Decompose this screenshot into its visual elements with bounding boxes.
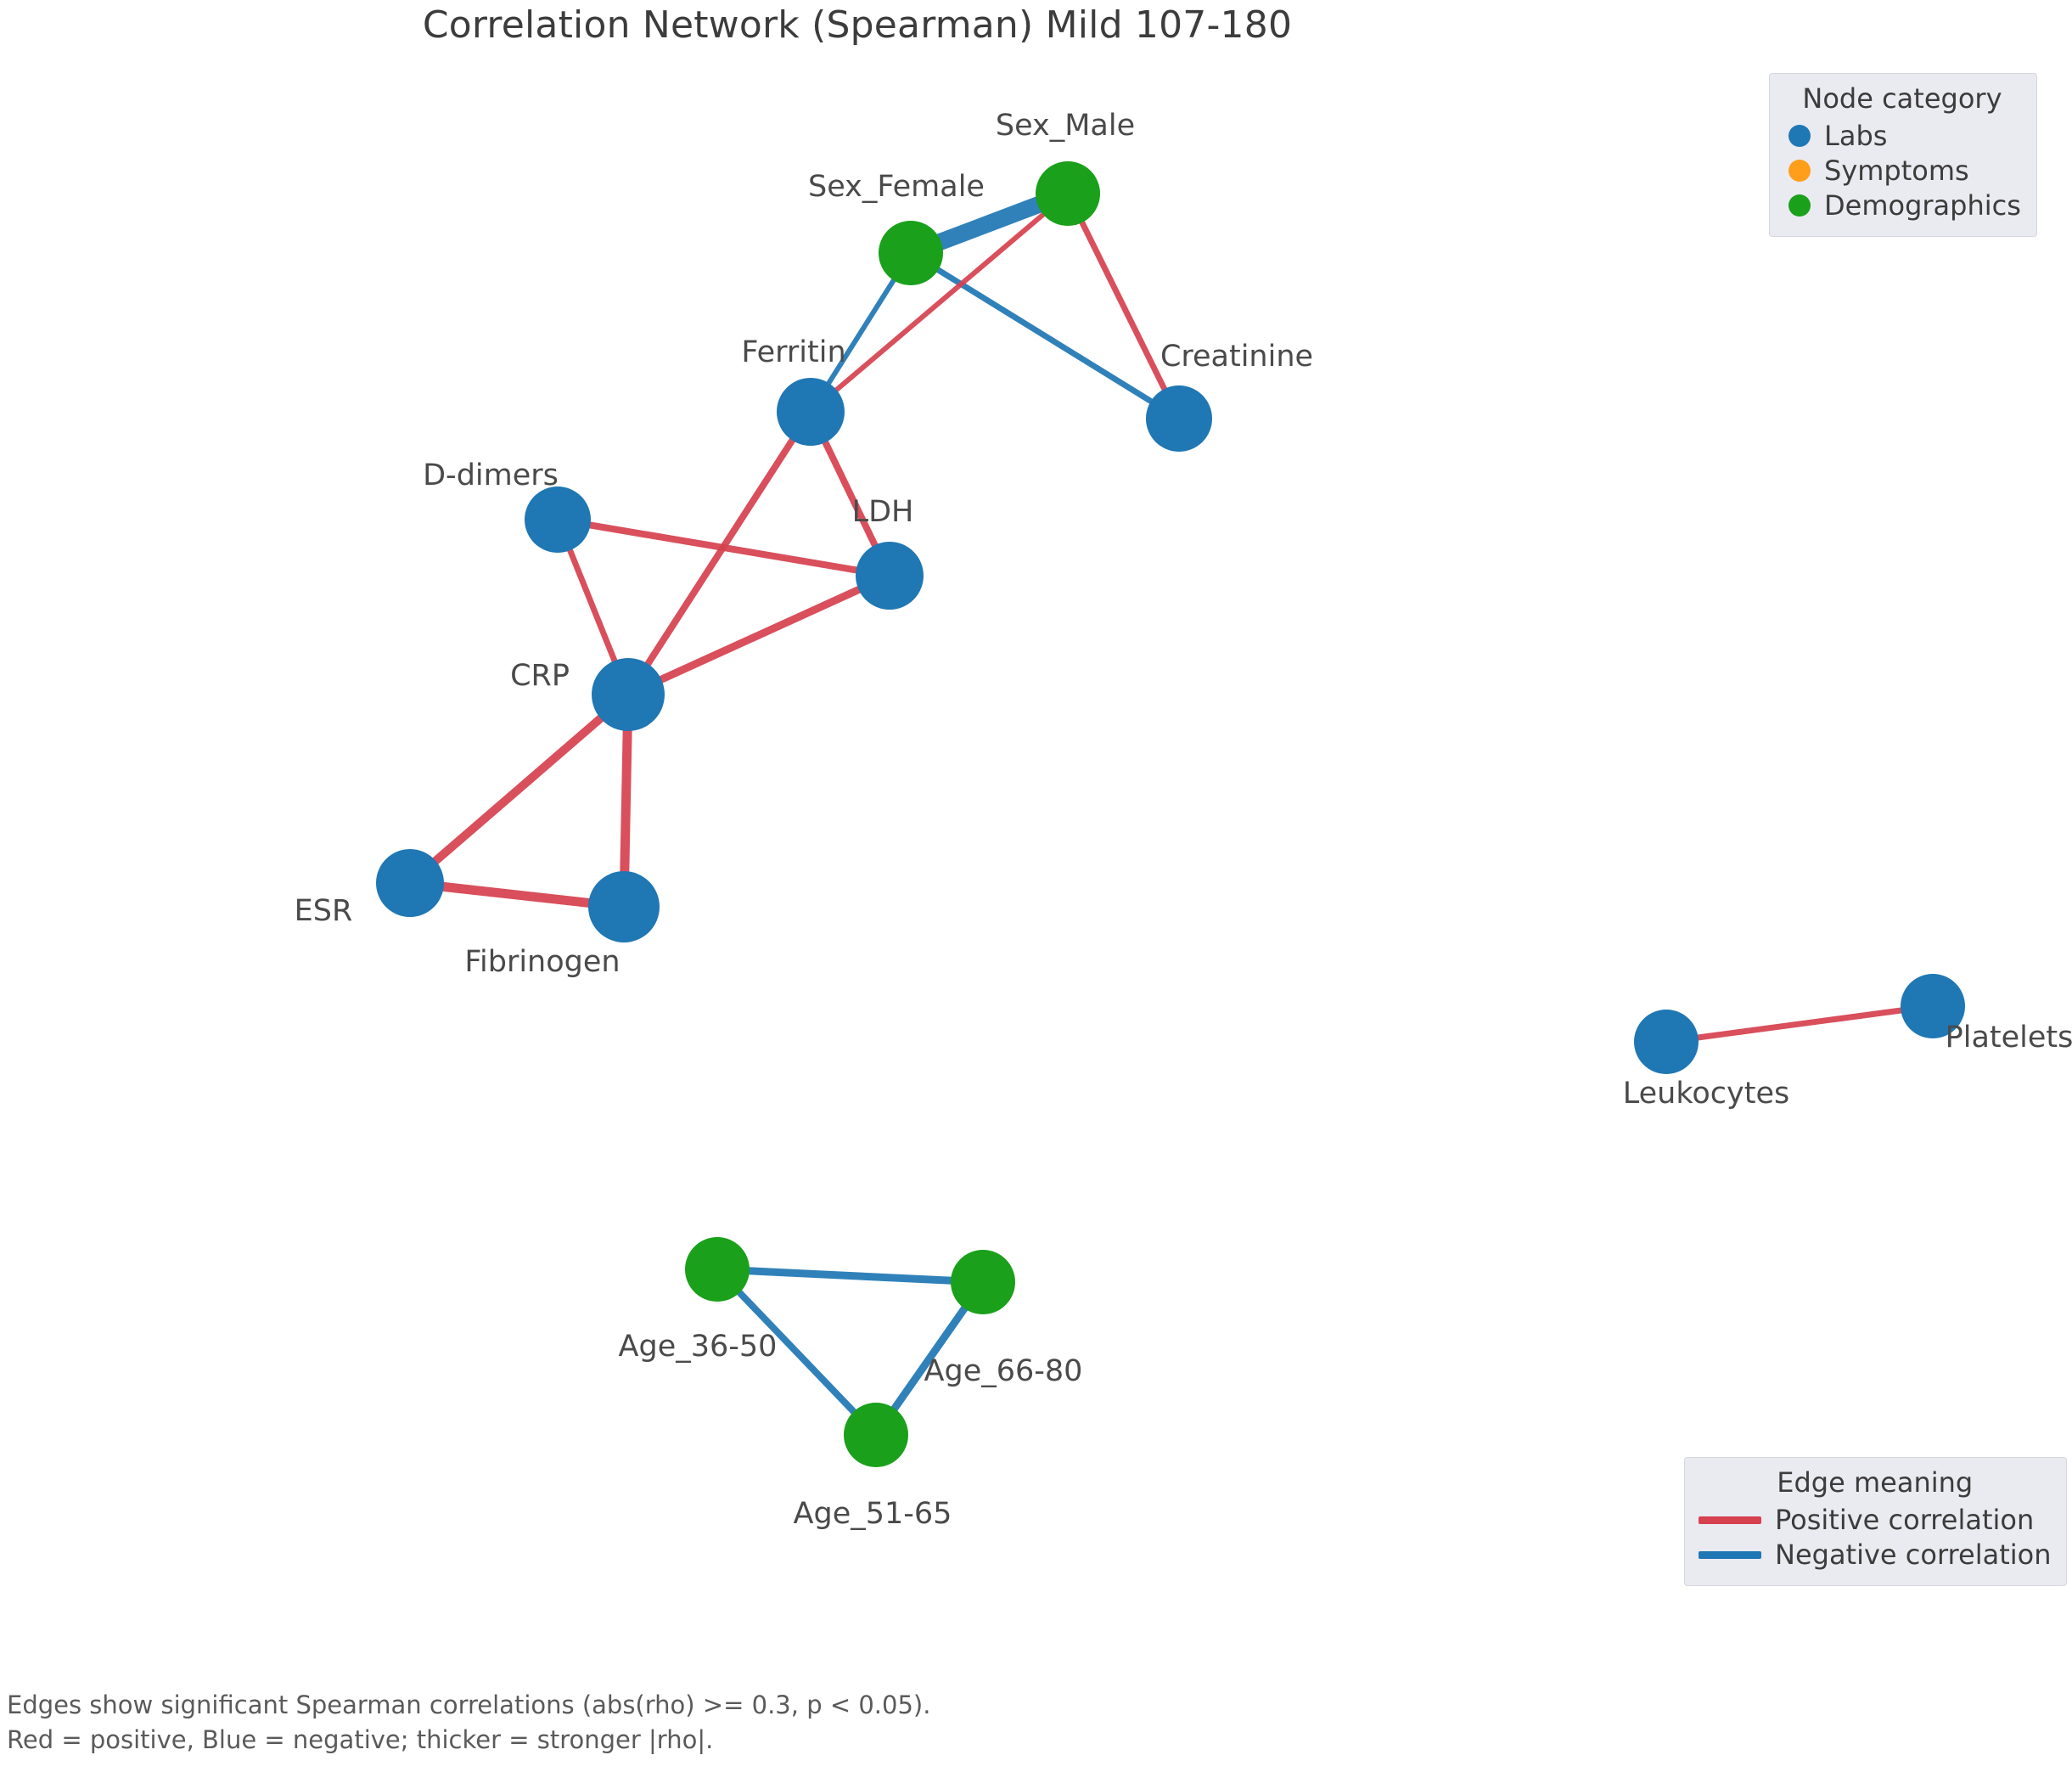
- network-node[interactable]: [951, 1250, 1015, 1314]
- network-edge: [656, 584, 864, 684]
- figure-caption: Edges show significant Spearman correlat…: [7, 1690, 931, 1755]
- network-edge: [832, 210, 1048, 395]
- legend-label-negative-correlation: Negative correlation: [1775, 1539, 2052, 1571]
- network-node[interactable]: [376, 849, 444, 917]
- network-edge: [430, 712, 606, 867]
- network-node[interactable]: [1634, 1010, 1699, 1074]
- network-edge: [824, 276, 898, 388]
- legend-item-demographics: Demographics: [1783, 189, 2021, 222]
- edge-meaning-legend: Edge meaning Positive correlation Negati…: [1684, 1457, 2068, 1586]
- network-node[interactable]: [1036, 161, 1100, 226]
- network-edge: [934, 265, 1156, 406]
- symptoms-color-swatch-icon: [1788, 160, 1811, 182]
- node-label: Fibrinogen: [464, 945, 620, 979]
- network-node[interactable]: [525, 487, 591, 553]
- node-label: CRP: [510, 659, 570, 693]
- legend-item-symptoms: Symptoms: [1783, 155, 2021, 187]
- network-node[interactable]: [685, 1237, 750, 1302]
- node-label: Creatinine: [1160, 340, 1314, 374]
- negative-edge-swatch-icon: [1699, 1550, 1761, 1559]
- demographics-color-swatch-icon: [1788, 194, 1811, 217]
- legend-label-demographics: Demographics: [1824, 189, 2021, 222]
- node-label: Age_66-80: [924, 1354, 1083, 1388]
- legend-item-negative-correlation: Negative correlation: [1699, 1539, 2051, 1571]
- legend-label-symptoms: Symptoms: [1824, 155, 1969, 187]
- network-edge: [643, 436, 797, 669]
- labs-color-swatch-icon: [1788, 125, 1811, 147]
- legend-item-labs: Labs: [1783, 120, 2021, 152]
- node-label: Age_36-50: [618, 1330, 778, 1364]
- network-node[interactable]: [1901, 974, 1965, 1038]
- node-label: Leukocytes: [1622, 1077, 1790, 1111]
- node-label: Sex_Male: [995, 109, 1136, 143]
- node-layer: [376, 161, 1965, 1467]
- network-edge: [889, 1303, 970, 1414]
- edge-layer: [430, 195, 1905, 1417]
- network-node[interactable]: [777, 378, 845, 446]
- node-label: LDH: [851, 495, 914, 529]
- network-node[interactable]: [592, 658, 665, 731]
- network-edge: [935, 195, 1044, 251]
- node-label: D-dimers: [423, 458, 559, 492]
- node-label: Age_51-65: [793, 1497, 952, 1531]
- network-edge: [1694, 1007, 1905, 1041]
- node-label: Platelets: [1945, 1021, 2072, 1055]
- legend-label-positive-correlation: Positive correlation: [1775, 1504, 2035, 1536]
- node-label: Ferritin: [741, 335, 846, 369]
- network-edge: [586, 520, 861, 574]
- positive-edge-swatch-icon: [1699, 1516, 1761, 1524]
- node-category-legend: Node category Labs Symptoms Demographics: [1769, 73, 2037, 237]
- node-category-legend-title: Node category: [1802, 82, 2002, 115]
- network-edge: [821, 437, 879, 550]
- network-node[interactable]: [1146, 385, 1212, 452]
- edge-meaning-legend-title: Edge meaning: [1777, 1466, 1974, 1499]
- network-edge: [745, 1267, 955, 1285]
- node-label: Sex_Female: [808, 170, 985, 204]
- network-node[interactable]: [844, 1403, 908, 1467]
- network-edge: [734, 1287, 859, 1417]
- network-node[interactable]: [588, 871, 660, 942]
- network-edge: [1077, 217, 1169, 394]
- node-label: ESR: [294, 894, 353, 928]
- network-node[interactable]: [856, 542, 924, 610]
- network-edge: [565, 546, 619, 666]
- legend-label-labs: Labs: [1824, 120, 1888, 152]
- network-node[interactable]: [879, 221, 943, 285]
- network-edge: [620, 727, 632, 875]
- page-title: Correlation Network (Spearman) Mild 107-…: [422, 3, 1293, 47]
- network-edge: [440, 881, 592, 909]
- legend-item-positive-correlation: Positive correlation: [1699, 1504, 2051, 1536]
